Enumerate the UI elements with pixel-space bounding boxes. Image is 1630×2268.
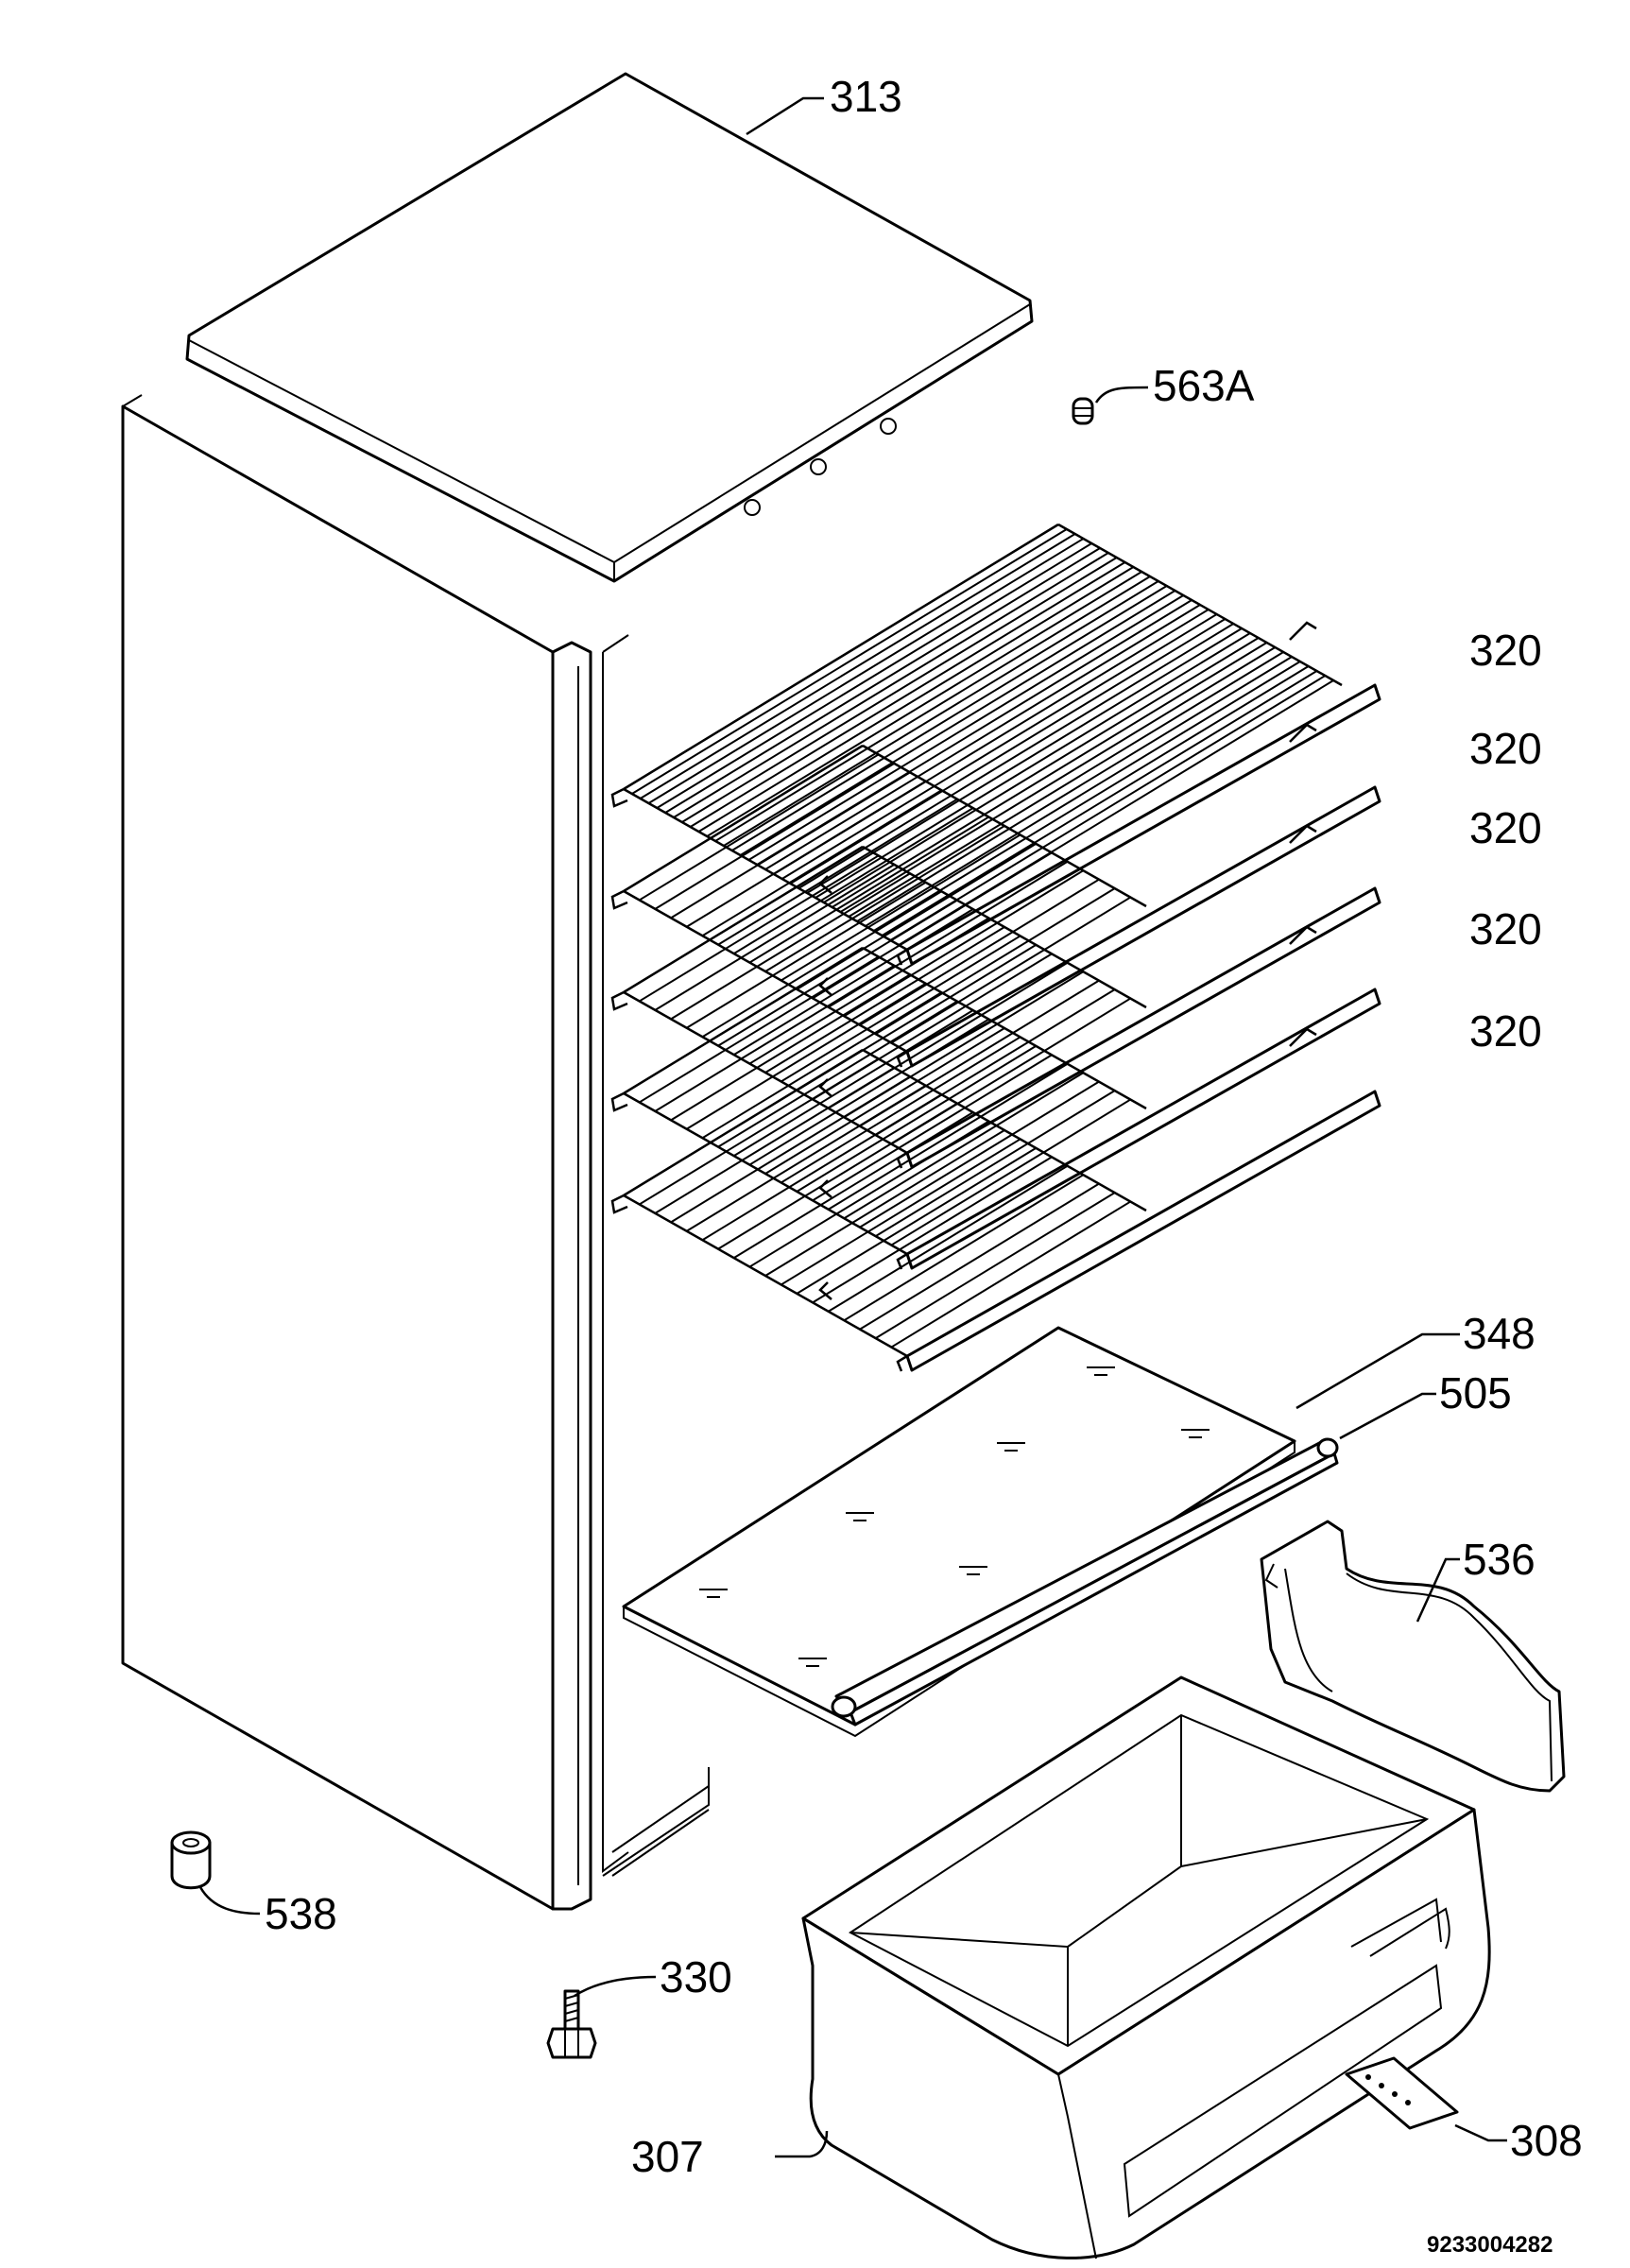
cover-hole-3 bbox=[880, 418, 897, 435]
callout-320-5: 320 bbox=[1469, 1006, 1542, 1056]
callout-320-1: 320 bbox=[1469, 626, 1542, 675]
leader-lines bbox=[198, 96, 1507, 2158]
cover-hole-1 bbox=[744, 499, 761, 516]
callout-313: 313 bbox=[830, 72, 902, 121]
foot bbox=[170, 1830, 212, 1890]
callout-320-3: 320 bbox=[1469, 803, 1542, 852]
callout-labels: 313 563A 320 320 320 320 320 348 505 536… bbox=[265, 72, 1583, 2258]
trim-strip bbox=[831, 1437, 1339, 1727]
wire-shelf-5 bbox=[610, 1027, 1381, 1372]
wire-shelves bbox=[610, 523, 1381, 1372]
wire-shelf-3 bbox=[610, 824, 1381, 1169]
bulb-563a bbox=[1072, 397, 1094, 425]
callout-307: 307 bbox=[631, 2132, 704, 2181]
cabinet-body bbox=[121, 394, 710, 1911]
callout-330: 330 bbox=[660, 1952, 732, 2002]
callout-320-2: 320 bbox=[1469, 724, 1542, 773]
crisper-cover bbox=[1260, 1520, 1566, 1793]
wire-shelf-1 bbox=[610, 523, 1381, 966]
nameplate bbox=[1345, 2056, 1459, 2130]
wire-shelf-2 bbox=[610, 723, 1381, 1068]
callout-538: 538 bbox=[265, 1889, 337, 1938]
callout-505: 505 bbox=[1439, 1368, 1512, 1418]
crisper-drawer bbox=[801, 1675, 1491, 2259]
callout-348: 348 bbox=[1463, 1309, 1536, 1358]
wire-shelf-4 bbox=[610, 925, 1381, 1270]
glass-shelf bbox=[622, 1326, 1296, 1738]
document-number: 9233004282 bbox=[1427, 2232, 1553, 2258]
callout-536: 536 bbox=[1463, 1535, 1536, 1584]
leveling-screw bbox=[546, 1989, 597, 2059]
top-cover bbox=[185, 72, 1034, 583]
cover-hole-2 bbox=[810, 458, 827, 475]
callout-320-4: 320 bbox=[1469, 904, 1542, 954]
callout-563a: 563A bbox=[1153, 361, 1255, 410]
callout-308: 308 bbox=[1510, 2116, 1583, 2165]
